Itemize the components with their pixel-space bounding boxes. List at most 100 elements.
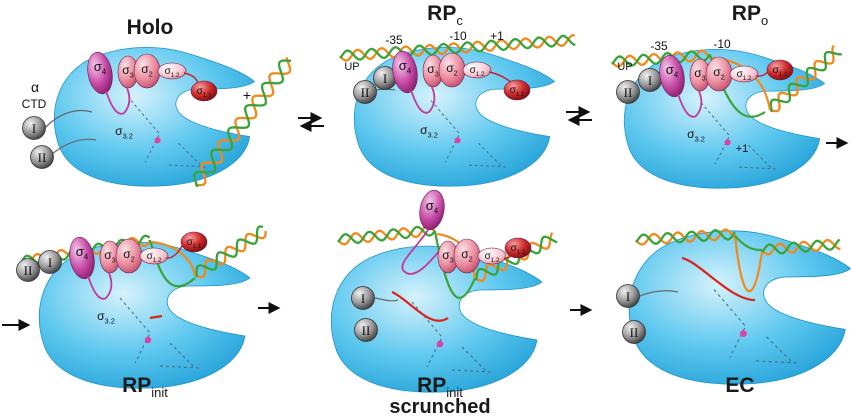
- alpha-ctd-I: [616, 284, 640, 308]
- minus10-label: -10: [713, 37, 731, 51]
- rnap-channel-dashed: [738, 144, 778, 170]
- sigma4-domain: [69, 236, 95, 280]
- alpha-ctd-I-label: I: [48, 255, 52, 270]
- panel-title-holo: Holo: [127, 16, 174, 39]
- active-site-mg: [436, 340, 444, 348]
- plus1-label: +1: [736, 143, 749, 155]
- upstream-dna-ec: [635, 228, 736, 246]
- alpha-ctd-II: [16, 258, 40, 282]
- alpha-ctd-II-label: II: [624, 85, 633, 100]
- dna-strand-template: [339, 34, 575, 62]
- sigma11-domain: [766, 59, 794, 81]
- bubble-strand: [151, 240, 197, 276]
- sigma-linker-extended: [401, 229, 441, 275]
- sigma11-domain: [180, 231, 208, 253]
- active-site-mg: [154, 137, 161, 144]
- bubble-strand: [734, 235, 763, 252]
- downstream-dna-ec: [761, 238, 841, 256]
- alpha-ctd-II: [30, 145, 54, 169]
- rnap-channel-dashed: [700, 102, 731, 165]
- ctd-label: CTD: [22, 97, 47, 111]
- sigma12-domain: [157, 62, 187, 80]
- sigma3-label: σ3: [694, 66, 706, 82]
- up-element-label: UP: [617, 61, 632, 73]
- rnap-channel-dashed: [159, 342, 201, 369]
- sigma12-label: σ1.2: [470, 65, 485, 78]
- sigma12-label: σ1.2: [737, 69, 752, 82]
- sigma11-domain: [503, 79, 531, 101]
- alpha-ctd-II: [354, 318, 378, 342]
- sigma11-label: σ1.1: [510, 85, 525, 98]
- panel-title-ec: EC: [725, 374, 754, 397]
- dna-strand-nontemplate: [475, 235, 558, 281]
- rnap-scrunched: [330, 245, 543, 393]
- upstream-dna-scrunched: [337, 224, 437, 246]
- sigma11-domain: [504, 237, 532, 259]
- alpha-ctd-II-label: II: [24, 263, 33, 278]
- rnap-channel-dashed: [168, 142, 208, 168]
- sigma4-label: σ4: [666, 62, 679, 80]
- rnap-channel-dashed: [411, 301, 443, 368]
- equilibrium-arrow-2: [566, 106, 592, 126]
- sigma12-label: σ1.2: [165, 66, 180, 79]
- alpha-ctd-II: [616, 80, 640, 104]
- alpha-ctd-II-label: II: [38, 150, 47, 165]
- dna-strand-template: [194, 230, 267, 279]
- alpha-ctd-I: [22, 116, 46, 140]
- nascent-rna: [391, 290, 449, 322]
- nascent-rna: [149, 314, 163, 320]
- sigma4-label: σ4: [76, 244, 89, 262]
- sigma3-label: σ3: [104, 248, 116, 264]
- sigma-linker: [183, 72, 199, 84]
- rnap-channel-dashed: [451, 346, 493, 373]
- sigma2-label: σ2: [123, 247, 135, 263]
- minus35-label: -35: [650, 39, 668, 53]
- sigma32-loop: [87, 272, 113, 300]
- sigma12-label: σ1.2: [147, 251, 162, 264]
- alpha-ctd-linker: [44, 109, 93, 129]
- sigma4-domain: [419, 189, 445, 231]
- sigma2-label: σ2: [141, 62, 153, 78]
- alpha-ctd-linker: [639, 290, 679, 297]
- sigma-linker: [488, 71, 512, 83]
- sigma12-domain: [139, 247, 169, 265]
- sigma2-label: σ2: [461, 247, 473, 263]
- sigma4-label: σ4: [94, 59, 107, 77]
- panel-title-scrunched: RPinit: [417, 374, 463, 400]
- panel-title-rpinit: RPinit: [122, 374, 168, 400]
- alpha-ctd-II: [353, 80, 377, 104]
- sigma32-loop: [105, 87, 131, 115]
- rnap-channel-dashed: [468, 142, 508, 168]
- rnap-channel-dashed: [755, 336, 799, 364]
- rnap-ec: [628, 230, 851, 385]
- sigma12-label: σ1.2: [485, 251, 500, 264]
- dna-strand-nontemplate: [761, 238, 841, 255]
- alpha-ctd-I-label: I: [361, 291, 365, 306]
- sigma4-domain: [659, 54, 685, 98]
- sigma11-label: σ1.1: [773, 65, 788, 78]
- dna-strand-nontemplate: [611, 50, 711, 67]
- minus10-label: -10: [449, 29, 467, 43]
- minus35-label: -35: [385, 33, 403, 47]
- panel-title-rpc: RPc: [427, 2, 463, 28]
- downstream-dna-rpo: [769, 44, 842, 113]
- alpha-ctd-I: [38, 250, 62, 274]
- sigma12-domain: [462, 61, 492, 79]
- panel-title-rpo: RPo: [732, 2, 768, 28]
- alpha-ctd-II-label: II: [630, 325, 639, 340]
- upstream-dna-rpo: [611, 49, 712, 68]
- sigma32-loop: [410, 86, 436, 114]
- sigma32-label: σ3.2: [115, 124, 133, 140]
- sigma4-domain: [392, 50, 418, 94]
- alpha-ctd-II: [622, 320, 646, 344]
- sigma4-label: σ4: [399, 58, 412, 76]
- sigma32-label: σ3.2: [687, 127, 705, 143]
- rnap-core: [330, 245, 543, 393]
